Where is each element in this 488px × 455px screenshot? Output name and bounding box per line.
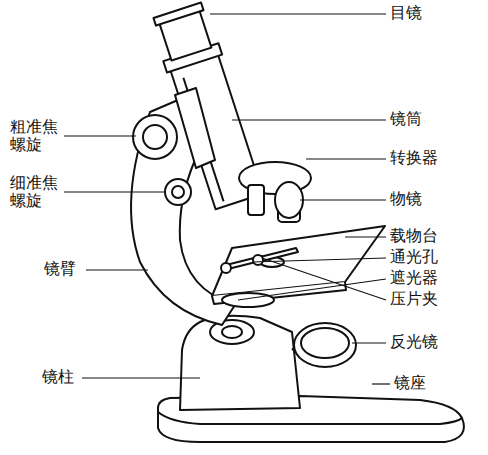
part-label: 反光镜 xyxy=(390,333,438,351)
part-label: 压片夹 xyxy=(390,290,438,308)
part-label: 转换器 xyxy=(390,149,438,167)
part-label: 镜座 xyxy=(394,374,426,392)
part-label: 目镜 xyxy=(390,4,422,22)
part-label: 镜柱 xyxy=(42,368,74,386)
part-label: 通光孔 xyxy=(390,248,438,266)
part-label: 物镜 xyxy=(390,190,422,208)
part-label: 遮光器 xyxy=(390,269,438,287)
part-label: 细准焦 螺旋 xyxy=(10,174,63,211)
part-label: 镜臂 xyxy=(44,260,76,278)
part-label: 镜筒 xyxy=(390,110,422,128)
part-label: 粗准焦 螺旋 xyxy=(10,118,63,155)
part-label: 载物台 xyxy=(390,227,438,245)
